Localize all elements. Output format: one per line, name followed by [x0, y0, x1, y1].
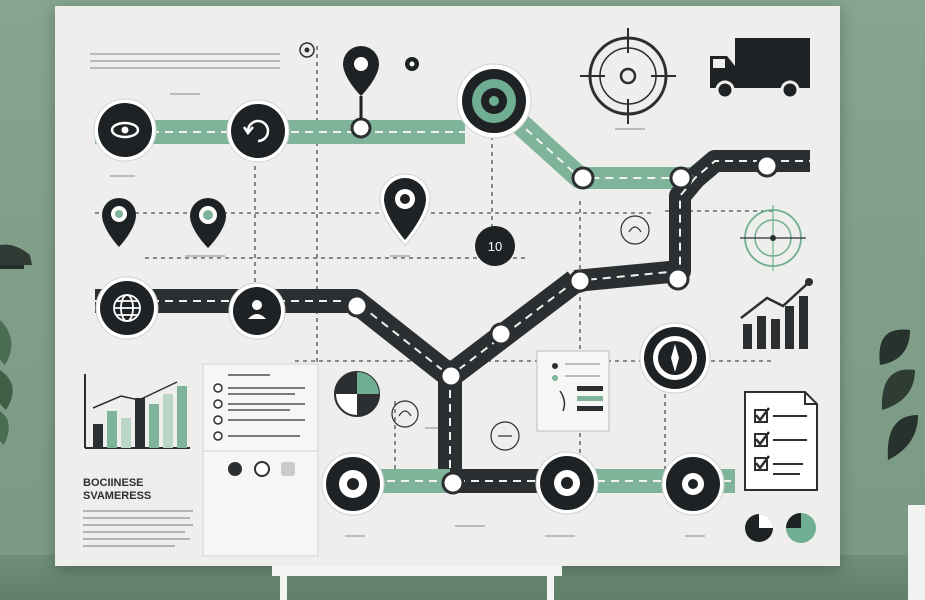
- pie-chart-icon: [334, 371, 380, 417]
- pie-chart-icon: [745, 513, 816, 543]
- truck-icon: [710, 38, 810, 100]
- small-outline-icons: [391, 215, 650, 451]
- node-user[interactable]: [228, 282, 286, 340]
- doc-heading-1: BOCIINESE: [83, 477, 144, 489]
- small-icon-row: [202, 450, 319, 557]
- checklist-icon: [744, 391, 818, 491]
- node-bottom-3[interactable]: [661, 452, 725, 516]
- map-pin-icon[interactable]: [379, 173, 431, 246]
- bar-chart-panel: [84, 374, 190, 449]
- plant-right-decoration: [879, 329, 925, 600]
- map-pin-icon[interactable]: [102, 198, 136, 247]
- radar-icon: [740, 205, 806, 271]
- map-pin-icon[interactable]: [343, 46, 379, 120]
- node-bottom-1[interactable]: [321, 452, 385, 516]
- text-placeholder-lines: [90, 53, 705, 537]
- small-dot-icon: [299, 42, 419, 71]
- document-panel: BOCIINESE SVAMERESS: [83, 477, 193, 547]
- globe-icon: [113, 294, 141, 322]
- user-icon: [248, 300, 266, 319]
- bar-chart-icon: [740, 278, 813, 349]
- easel-stand: [272, 566, 562, 600]
- node-eye[interactable]: [93, 98, 157, 162]
- easel-leg: [280, 576, 287, 600]
- easel-leg: [547, 576, 554, 600]
- plant-left-decoration: [0, 320, 13, 445]
- refresh-icon: [242, 119, 270, 143]
- node-refresh[interactable]: [226, 99, 290, 163]
- map-pin-icon[interactable]: [190, 198, 226, 248]
- lamp-decoration: [0, 244, 32, 269]
- node-compass[interactable]: [639, 322, 711, 394]
- route-waypoints: [345, 117, 779, 495]
- checklist-panel: [202, 363, 319, 465]
- easel-bar: [272, 566, 562, 576]
- whiteboard: 10: [55, 6, 840, 566]
- node-target-green[interactable]: [456, 63, 532, 139]
- compass-icon: [671, 344, 679, 372]
- right-descender: [573, 170, 704, 292]
- number-node-label: 10: [488, 239, 502, 254]
- doc-heading-2: SVAMERESS: [83, 490, 151, 502]
- target-icon: [580, 28, 676, 124]
- node-globe[interactable]: [95, 276, 159, 340]
- settings-panel: [536, 350, 610, 432]
- eye-icon: [110, 121, 140, 139]
- node-bottom-2[interactable]: [535, 451, 599, 515]
- roadmap-diagram: 10: [83, 28, 818, 557]
- number-node[interactable]: 10: [475, 226, 515, 266]
